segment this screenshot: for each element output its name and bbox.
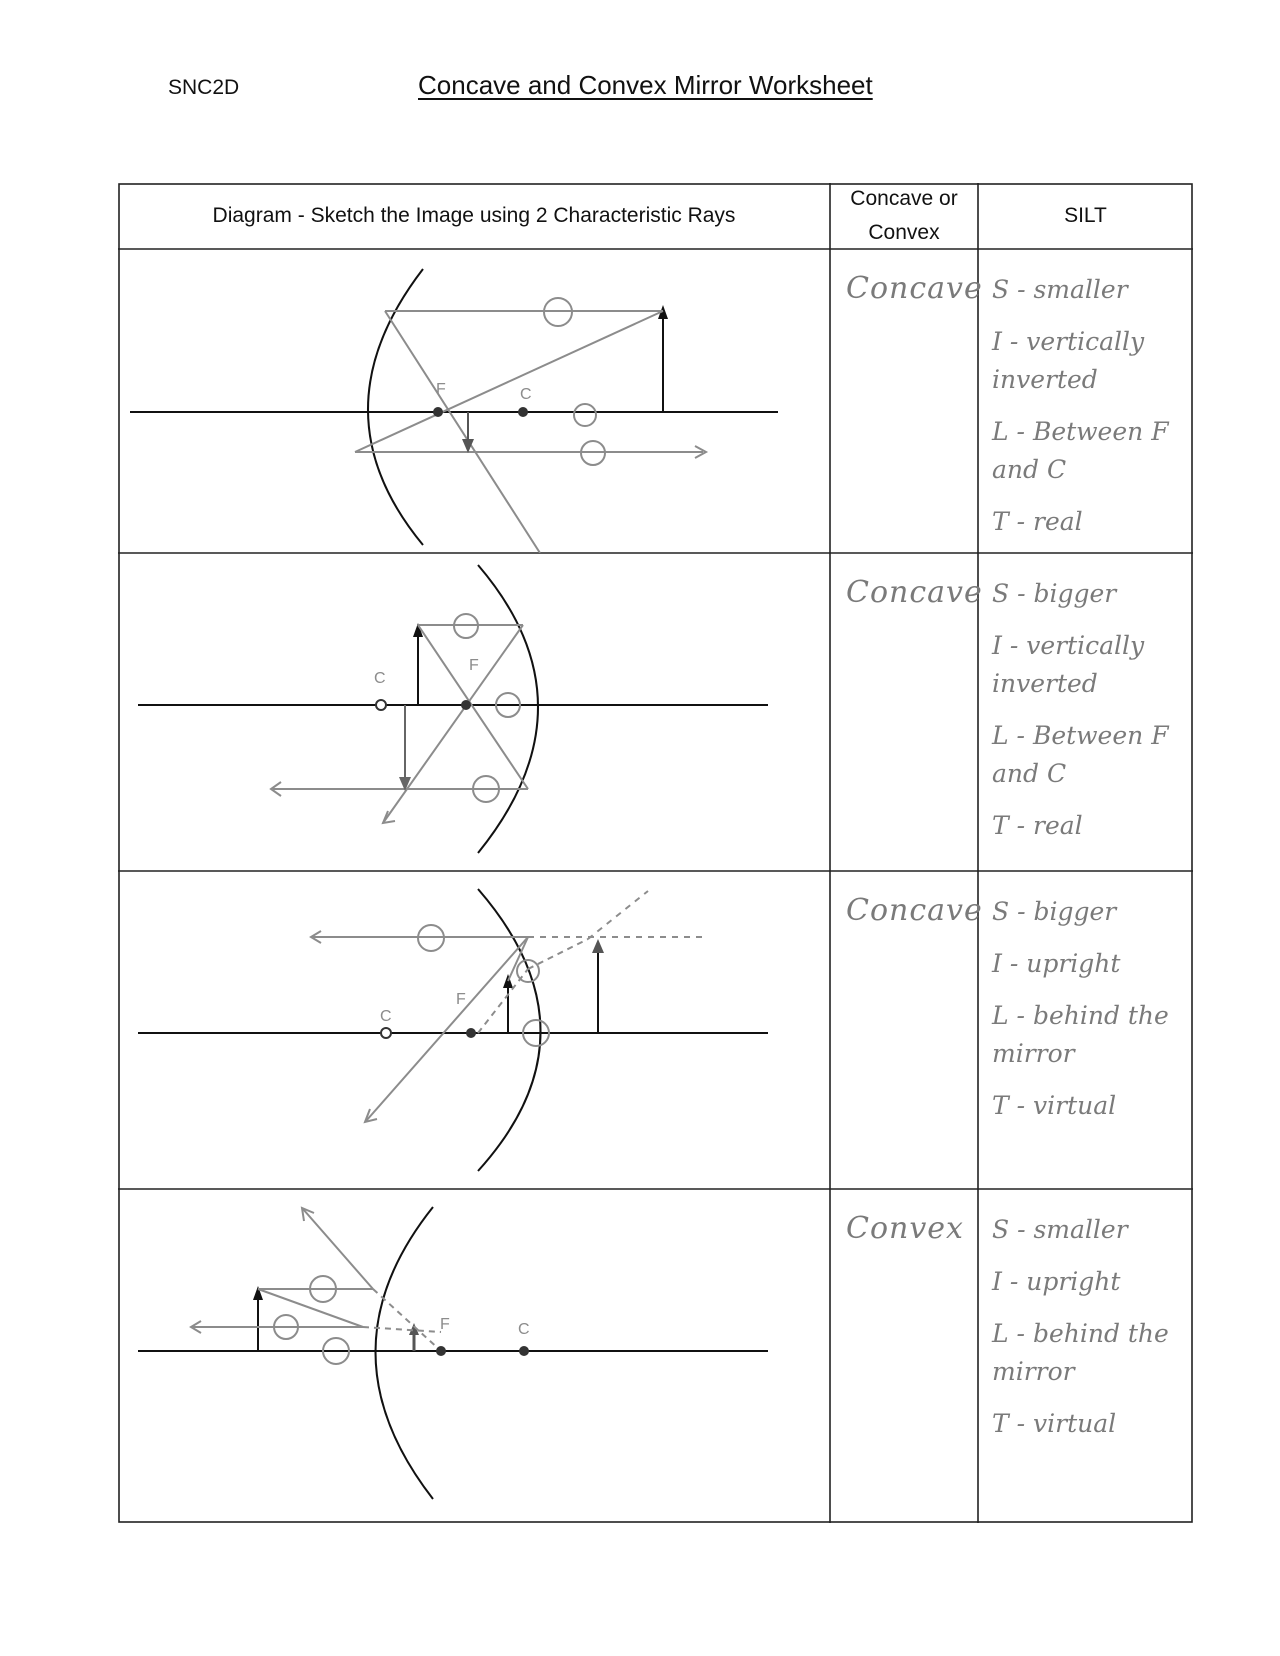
header-silt: SILT	[1064, 204, 1107, 227]
ray-diagram-3: F C	[138, 888, 768, 1172]
silt-type: T - real	[992, 811, 1083, 840]
silt-size: S - smaller	[992, 1215, 1128, 1244]
silt-list: S - smaller I - vertically inverted L - …	[978, 249, 1193, 541]
mirror-type: Convex	[846, 1211, 964, 1246]
silt-list: S - smaller I - upright L - behind the m…	[978, 1189, 1193, 1443]
silt-location: L - Between F and C	[992, 417, 1169, 484]
silt-location: L - Between F and C	[992, 721, 1169, 788]
ray-diagram-4: F C	[138, 1206, 768, 1500]
mirror-type: Concave	[846, 893, 983, 928]
silt-size: S - smaller	[992, 275, 1128, 304]
silt-list: S - bigger I - upright L - behind the mi…	[978, 871, 1193, 1125]
worksheet-title: Concave and Convex Mirror Worksheet	[418, 70, 873, 100]
silt-size: S - bigger	[992, 579, 1117, 608]
silt-type: T - virtual	[992, 1409, 1117, 1438]
silt-type: T - virtual	[992, 1091, 1117, 1120]
focal-point-label: F	[436, 381, 446, 398]
silt-orientation: I - upright	[992, 1267, 1121, 1296]
ray-diagram-2: F C	[138, 564, 768, 854]
silt-size: S - bigger	[992, 897, 1117, 926]
silt-list: S - bigger I - vertically inverted L - B…	[978, 553, 1193, 845]
mirror-type: Concave	[846, 575, 983, 610]
center-point-label: C	[380, 1008, 392, 1025]
ray-diagram-1: F C	[130, 268, 778, 553]
silt-orientation: I - vertically inverted	[992, 327, 1145, 394]
table-row: F C Convex S - smaller I - upright L - b…	[118, 1189, 1193, 1523]
silt-type: T - real	[992, 507, 1083, 536]
silt-location: L - behind the mirror	[992, 1319, 1169, 1386]
header-diagram: Diagram - Sketch the Image using 2 Chara…	[212, 204, 736, 227]
course-code: SNC2D	[168, 76, 240, 99]
silt-location: L - behind the mirror	[992, 1001, 1169, 1068]
focal-point-label: F	[469, 657, 479, 674]
center-point-label: C	[374, 670, 386, 687]
mirror-type: Concave	[846, 271, 983, 306]
table-row: F C Concave S - bigger I - vertically in…	[118, 553, 1193, 871]
table-row: F C Concave S - smaller I - vertically i…	[118, 249, 1193, 553]
focal-point-label: F	[440, 1316, 450, 1333]
worksheet-table: Diagram - Sketch the Image using 2 Chara…	[118, 183, 1193, 1523]
silt-orientation: I - upright	[992, 949, 1121, 978]
silt-orientation: I - vertically inverted	[992, 631, 1145, 698]
center-point-label: C	[518, 1321, 530, 1338]
header-type: Concave or Convex	[850, 187, 958, 244]
center-point-label: C	[520, 386, 532, 403]
table-grid	[118, 183, 1193, 1523]
table-row: F C Concave S - bigger I - upright L - b…	[118, 871, 1193, 1189]
focal-point-label: F	[456, 991, 466, 1008]
